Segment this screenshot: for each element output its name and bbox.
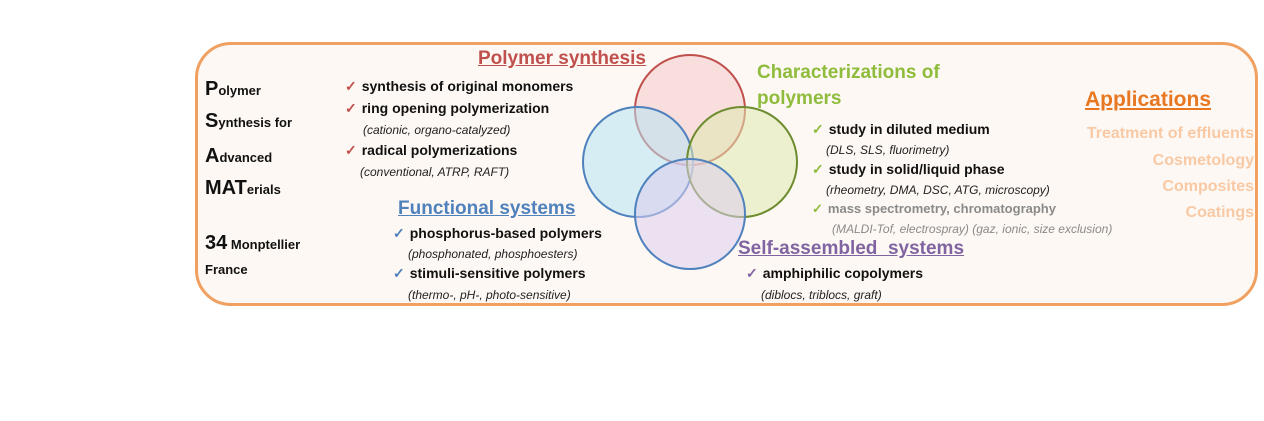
application-item-4: Coatings (1185, 204, 1254, 221)
org-line-materials: MATerials (205, 177, 281, 199)
characterizations-item-2: ✓study in solid/liquid phase (812, 161, 1005, 177)
self-assembled-detail-1: (diblocs, triblocs, graft) (761, 288, 882, 302)
check-icon: ✓ (393, 265, 405, 281)
check-icon: ✓ (345, 142, 357, 158)
org-line-synthesis: Synthesis for (205, 110, 293, 132)
polymer-synthesis-detail-3: (conventional, ATRP, RAFT) (360, 165, 510, 179)
polymer-synthesis-title: Polymer synthesis (478, 48, 646, 69)
functional-systems-detail-2: (thermo-, pH-, photo-sensitive) (408, 288, 571, 302)
characterizations-item-3: ✓mass spectrometry, chromatography (812, 201, 1056, 216)
check-icon: ✓ (812, 161, 824, 177)
characterizations-detail-2: (rheometry, DMA, DSC, ATG, microscopy) (826, 183, 1050, 197)
polymer-synthesis-detail-2: (cationic, organo-catalyzed) (363, 123, 511, 137)
functional-systems-item-1: ✓phosphorus-based polymers (393, 225, 602, 241)
application-item-2: Cosmetology (1152, 152, 1254, 169)
check-icon: ✓ (746, 265, 758, 281)
check-icon: ✓ (393, 225, 405, 241)
characterizations-detail-1: (DLS, SLS, fluorimetry) (826, 143, 950, 157)
polymer-synthesis-item-1: ✓synthesis of original monomers (345, 78, 574, 94)
self-assembled-item-1: ✓amphiphilic copolymers (746, 265, 923, 281)
functional-systems-detail-1: (phosphonated, phosphoesters) (408, 247, 578, 261)
application-item-3: Composites (1162, 178, 1254, 195)
polymer-synthesis-item-2: ✓ring opening polymerization (345, 100, 550, 116)
self-assembled-title: Self-assembled systems (738, 238, 965, 259)
org-line-france: France (205, 262, 248, 277)
org-line-advanced: Advanced (205, 145, 273, 167)
check-icon: ✓ (812, 201, 823, 216)
functional-systems-item-2: ✓stimuli-sensitive polymers (393, 265, 586, 281)
org-line-polymer: Polymer (205, 78, 261, 100)
characterizations-item-1: ✓study in diluted medium (812, 121, 990, 137)
characterizations-detail-3: (MALDI-Tof, electrospray) (gaz, ionic, s… (832, 222, 1113, 236)
check-icon: ✓ (812, 121, 824, 137)
check-icon: ✓ (345, 78, 357, 94)
functional-systems-title: Functional systems (398, 198, 576, 219)
polymer-synthesis-item-3: ✓radical polymerizations (345, 142, 518, 158)
applications-title: Applications (1085, 88, 1212, 111)
org-line-montpellier: 34 Monptellier (205, 232, 301, 254)
check-icon: ✓ (345, 100, 357, 116)
venn-circle-purple (634, 158, 746, 270)
application-item-1: Treatment of effluents (1086, 125, 1254, 142)
venn-diagram (582, 54, 798, 270)
